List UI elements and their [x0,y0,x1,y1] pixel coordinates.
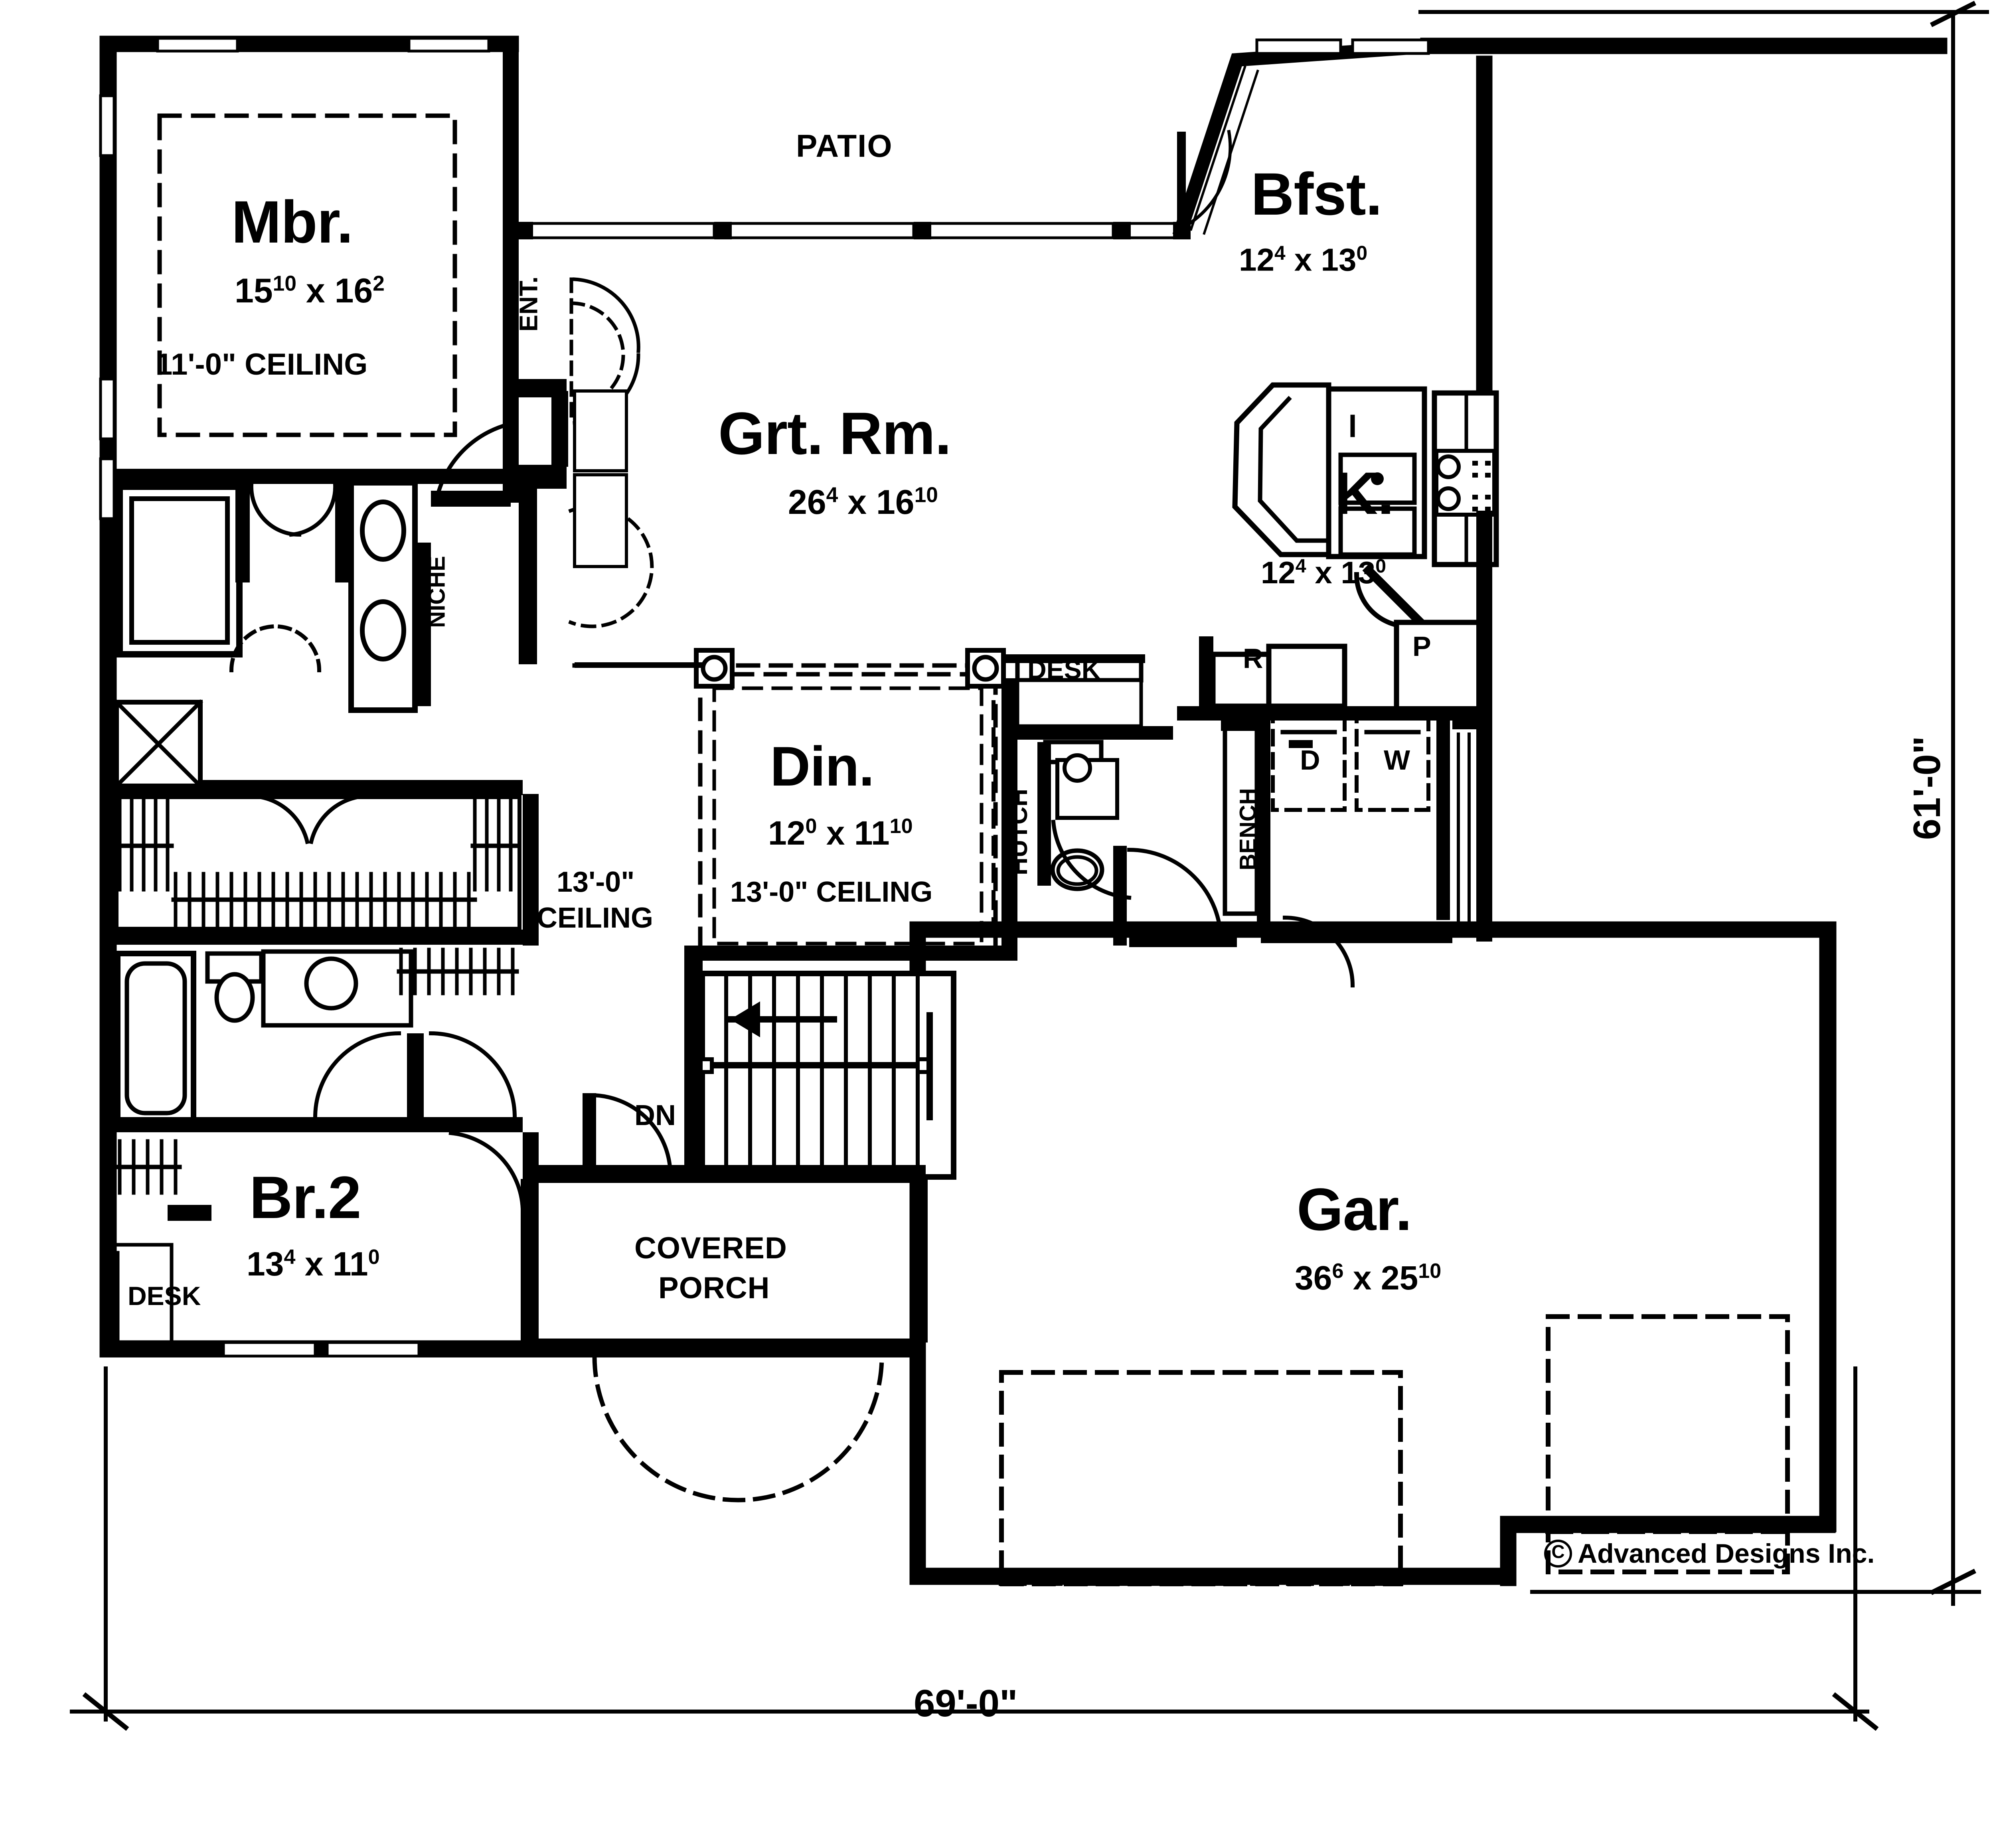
bedroom-two-closet-hatch [115,1139,182,1195]
desk-label-nook: DESK [1027,655,1101,684]
room-label-garage: Gar. [1297,1176,1412,1243]
niche-label: NICHE [424,556,450,628]
room-dim-bedroom-two: 134 x 110 [247,1245,380,1283]
stairs [697,971,956,1180]
room-dim-garage: 366 x 2510 [1295,1259,1442,1297]
entry-label: ENT. [514,276,543,332]
desk-label-bedroom-two: DESK [128,1281,201,1311]
covered-porch [521,1179,928,1502]
windows-br2-bottom [222,1341,421,1358]
washer-label: W [1384,744,1410,776]
copyright-icon: C [1544,1540,1572,1568]
dimension-lines [70,0,1989,1731]
kitchen-island [1232,382,1427,559]
bedroom-two-desk [116,1205,211,1343]
breakfast-door-swing [1181,130,1232,230]
closet-rod-hatch [115,796,519,928]
bath-two [115,948,519,1124]
shower-stall [113,699,203,789]
garage-door-openings [999,1528,1790,1586]
copyright-notice: C Advanced Designs Inc. [1544,1538,1875,1569]
walk-in-closet [115,795,521,931]
foyer-ceiling-line2: CEILING [537,902,654,934]
room-label-dining: Din. [770,735,874,798]
entry-walls [519,379,568,565]
windows-mbr-left [99,94,116,520]
overall-depth-dimension: 61'-0" [1906,736,1949,840]
powder-room [1037,740,1132,946]
bench-label: BENCH [1235,788,1261,871]
room-dim-great-room: 264 x 1610 [788,483,938,521]
stairs-down-label: DN [634,1100,676,1131]
overall-width-dimension: 69'-0" [914,1682,1018,1725]
dryer-label: D [1300,744,1320,776]
master-bedroom-outline [112,48,519,503]
room-label-bedroom-two: Br.2 [249,1164,361,1231]
room-label-kitchen: K. [1335,460,1394,527]
pantry-label: P [1412,631,1431,662]
copyright-text: Advanced Designs Inc. [1578,1538,1875,1569]
room-label-breakfast: Bfst. [1251,160,1382,227]
room-dim-dining: 120 x 1110 [768,814,913,852]
broom-closet [1457,732,1471,927]
breakfast-bay-windows [1189,38,1430,235]
mud-laundry [1177,620,1492,988]
tray-ceiling-dashed [157,113,457,437]
ceiling-note-mbr: 11'-0" CEILING [156,347,368,381]
hutch-label: HUTCH [1005,789,1033,875]
covered-porch-label-line1: COVERED [634,1231,787,1265]
covered-porch-label-line2: PORCH [658,1271,770,1305]
refrigerator-label: R [1243,643,1263,674]
room-dim-breakfast: 124 x 130 [1239,242,1368,278]
ceiling-note-dining: 13'-0" CEILING [730,876,933,908]
windows-mbr-top [156,37,490,53]
patio-label: PATIO [796,128,893,164]
room-dim-kitchen: 124 x 130 [1261,555,1387,590]
foyer-ceiling-line1: 13'-0" [557,866,635,898]
entry-door-arc-lower [568,505,654,628]
room-label-mbr: Mbr. [231,188,353,255]
room-label-great-room: Grt. Rm. [718,400,952,467]
entry-door-arc [569,277,625,425]
room-dim-mbr: 1510 x 162 [235,272,385,310]
master-bath [117,421,517,713]
windows-great-room-rear [529,222,1183,239]
